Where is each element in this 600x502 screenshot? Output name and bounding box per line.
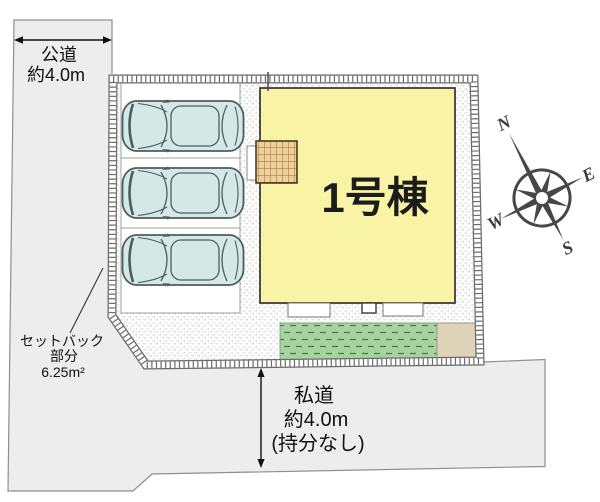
compass-label-north: N: [493, 111, 515, 136]
public-road-width: 約4.0m: [27, 65, 85, 85]
arrowhead-down: [257, 459, 265, 468]
compass-label-east: E: [578, 163, 599, 187]
arrowhead-up: [257, 368, 265, 377]
grass-area: [279, 322, 438, 363]
building-1: [259, 87, 456, 304]
private-road-name: 私道: [294, 384, 334, 407]
setback-label-line1: セットバック: [20, 333, 104, 349]
private-road-note: (持分なし): [271, 432, 364, 455]
compass-label-south: S: [558, 237, 576, 259]
setback-label-line2: 部分: [50, 348, 78, 364]
car-top-view: [121, 98, 245, 154]
setback-leader-line: [69, 267, 104, 334]
public-road-name: 公道: [41, 45, 77, 65]
building-label: 1号棟: [321, 174, 429, 221]
building-steps: [287, 302, 424, 318]
arrowhead-left: [14, 36, 23, 44]
car-top-view: [121, 165, 245, 221]
entrance-tile: [255, 140, 298, 184]
compass-hub: [536, 192, 548, 204]
public-road-dimension: 公道 約4.0m: [14, 36, 112, 85]
setback-area-value: 6.25m²: [41, 364, 85, 380]
setback-annotation: セットバック 部分 6.25m²: [20, 267, 104, 380]
private-road-width: 約4.0m: [284, 408, 348, 431]
compass-star: [501, 132, 583, 240]
terrace-area: [436, 322, 482, 363]
lot-boundary: [107, 74, 485, 370]
compass-label-west: W: [484, 208, 509, 234]
arrowhead-right: [103, 36, 112, 44]
private-road-dimension: 私道 約4.0m (持分なし): [257, 368, 365, 468]
car-top-view: [121, 232, 245, 288]
